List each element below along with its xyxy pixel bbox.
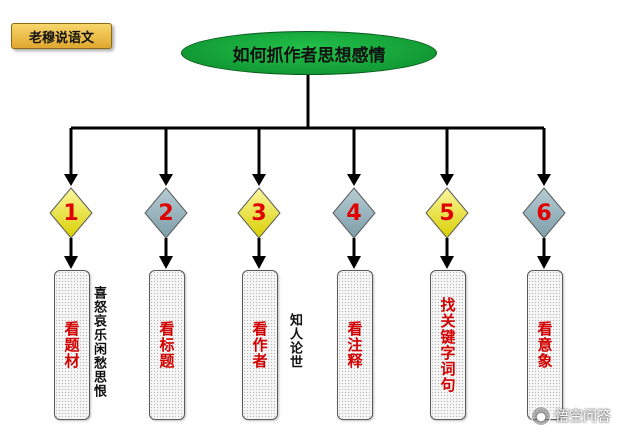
step-number: 1	[63, 200, 79, 226]
arrow-head	[64, 174, 78, 186]
arrow-head	[440, 256, 454, 269]
speech-bubble-icon: ●	[531, 406, 551, 426]
watermark-text: 悟空问答	[555, 409, 611, 425]
step-box: 看作者	[242, 270, 278, 420]
author-badge: 老穆说语文	[11, 23, 112, 49]
arrow-head	[64, 256, 78, 269]
step-label: 看题材	[62, 321, 81, 369]
arrow-head	[440, 174, 454, 186]
step-label: 看作者	[250, 321, 269, 369]
arrow-head	[537, 174, 551, 186]
step-number: 2	[158, 200, 174, 226]
step-number: 6	[536, 200, 552, 226]
arrow-head	[252, 174, 266, 186]
step-box: 看标题	[149, 270, 185, 420]
step-label: 看注释	[345, 321, 364, 369]
arrow-head	[159, 174, 173, 186]
step-note: 喜怒哀乐闲愁思恨	[91, 286, 106, 398]
watermark: ● 悟空问答	[531, 406, 611, 426]
diagram-title: 如何抓作者思想感情	[181, 31, 437, 75]
step-number: 4	[346, 200, 362, 226]
arrow-head	[347, 256, 361, 269]
arrow-head	[347, 174, 361, 186]
step-box: 看意象	[527, 270, 563, 420]
step-box: 找关键字词句	[430, 270, 466, 420]
arrow-head	[252, 256, 266, 269]
step-box: 看题材	[54, 270, 90, 420]
arrow-head	[159, 256, 173, 269]
step-note: 知人论世	[287, 313, 302, 369]
arrow-head	[537, 256, 551, 269]
step-number: 3	[251, 200, 267, 226]
step-label: 看标题	[157, 321, 176, 369]
step-label: 找关键字词句	[438, 297, 457, 393]
step-label: 看意象	[535, 321, 554, 369]
step-number: 5	[439, 200, 455, 226]
step-box: 看注释	[337, 270, 373, 420]
